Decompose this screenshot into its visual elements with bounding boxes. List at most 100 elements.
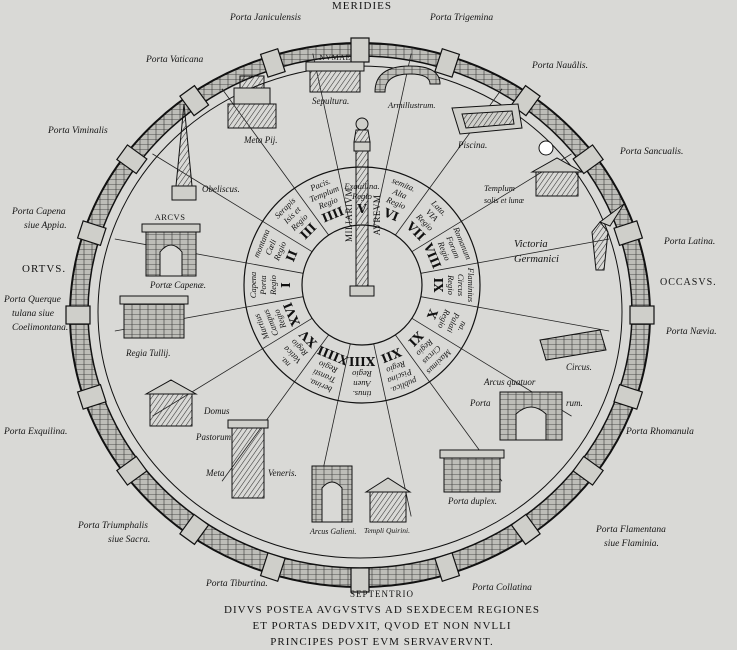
gate-label-capena-2: siue Appia. [24, 221, 67, 231]
wall-tower [613, 220, 644, 247]
region-name-line: Regio [351, 191, 372, 201]
wall-tower [434, 48, 461, 78]
monument-label-regia-tullij: Regia Tullij. [125, 348, 171, 358]
region-name-line: Circus [456, 274, 466, 297]
monument-label-arcus-quatuor: Arcus quatuor [483, 377, 536, 387]
wall-tower [572, 144, 604, 175]
wall-tower [116, 455, 148, 486]
wall-tower [350, 37, 370, 63]
gate-label-exquilina: Porta Exquilina. [3, 427, 67, 437]
wall-tower [179, 513, 210, 546]
monument-label-veneris: Veneris. [268, 468, 297, 478]
region-name-line: na. [456, 320, 469, 334]
caption-line-3: PRINCIPES POST EVM SERVAVERVNT. [270, 636, 493, 648]
wall-tower [76, 383, 107, 410]
monument-label-obeliscus: Obeliscus. [202, 184, 240, 194]
monument-label-meta: Meta [205, 468, 225, 478]
monument-label-numae: NVMAE [319, 53, 351, 62]
wall-tower [434, 552, 461, 582]
gate-label-sancualis: Porta Sancualis. [619, 147, 683, 157]
monument-label-arcus-galieni: Arcus Galieni. [309, 527, 356, 536]
miliarium-label: MILIARIVM [344, 188, 354, 242]
region-name-line: Regio [446, 274, 456, 295]
monument-label-porta-rum-2: rum. [566, 398, 583, 408]
monument-label-meta-pij: Meta Pij. [243, 135, 278, 145]
caption-line-1: DIVVS POSTEA AVGVSTVS AD SEXDECEM REGION… [224, 604, 540, 616]
gate-label-navalis: Porta Nauâlis. [531, 61, 588, 71]
monument-label-porta-duplex: Porta duplex. [447, 496, 497, 506]
aureum-label: AVREVM [372, 195, 382, 236]
wall-tower [65, 305, 91, 325]
region-numeral: I [279, 282, 293, 288]
compass-west: ORTVS. [22, 263, 66, 275]
gate-label-janiculensis: Porta Janiculensis [229, 13, 301, 23]
gate-label-triumph-1: Porta Triumphalis [77, 521, 148, 531]
region-name-line: Auen [353, 379, 371, 389]
gate-label-rhomanula: Porta Rhomanula [625, 427, 694, 437]
monument-label-pastorum: Pastorum. [195, 432, 233, 442]
region-numeral: V [356, 202, 367, 216]
wall-tower [179, 84, 210, 117]
gate-label-viminalis: Porta Viminalis [47, 126, 108, 136]
monument-label-victoria-1: Victoria [514, 239, 548, 250]
wall-tower [510, 513, 541, 546]
wall-tower [116, 144, 148, 175]
region-name-line: Regio [352, 369, 373, 379]
caption-line-2: ET PORTAS DEDVXIT, QVOD ET NON NVLLI [252, 620, 511, 632]
region-numeral: VI [381, 205, 401, 224]
wall-tower [350, 567, 370, 593]
monument-label-piscina: Piscina. [457, 140, 487, 150]
gate-label-querq-3: Coelimontana. [12, 323, 68, 333]
monument-label-domus: Domus [203, 406, 230, 416]
region-divider [420, 238, 610, 274]
region-numeral: IX [431, 278, 445, 294]
region-numeral: II [283, 248, 300, 264]
monument-labels: NVMAE Sepultura. Armillustrum. Meta Pij. Pis… [125, 53, 592, 536]
gate-label-flament-2: siue Flaminia. [604, 539, 659, 549]
wall-tower [259, 552, 286, 582]
wall-tower [629, 305, 655, 325]
gate-label-collatina: Porta Collatina [471, 583, 532, 593]
region-name-line: Porta [258, 275, 268, 295]
monument-label-arcus: ARCVS [155, 212, 186, 222]
monument-label-circus: Circus. [566, 362, 592, 372]
gate-label-navia: Porta Nævia. [665, 327, 717, 337]
wall-tower [572, 455, 604, 486]
gate-label-flament-1: Porta Flamentana [595, 525, 666, 535]
gate-label-querq-1: Porta Querque [3, 295, 61, 305]
miliarium-column: MILIARIVM AVREVM [344, 117, 382, 297]
compass-east: OCCASVS. [660, 277, 717, 288]
region-name-line: Regio [268, 275, 278, 296]
monument-label-porta-rum-1: Porta [469, 398, 491, 408]
monument-label-sepultura: Sepultura. [312, 96, 349, 106]
gate-label-latina: Porta Latina. [663, 237, 715, 247]
wall-tower [613, 383, 644, 410]
monument-label-templum-2: solis et lunæ [484, 196, 525, 205]
wall-towers [65, 37, 655, 593]
gate-label-querq-2: tulana siue [12, 309, 54, 319]
monument-label-templum-1: Templum [484, 183, 515, 193]
region-divider [420, 296, 610, 332]
monument-drawings [119, 61, 625, 523]
region-name-line: Exquilina. [343, 181, 379, 191]
monument-label-victoria-2: Germanici [514, 254, 559, 265]
gate-label-vaticana: Porta Vaticana [145, 55, 204, 65]
region-name-line: tinus. [353, 389, 372, 399]
region-numeral: XIII [349, 354, 376, 368]
gate-label-triumph-2: siue Sacra. [108, 535, 150, 545]
wall-tower [76, 220, 107, 247]
compass-south: SEPTENTRIO [350, 589, 414, 599]
compass-north: MERIDIES [332, 0, 392, 12]
monument-label-armillustrum: Armillustrum. [387, 100, 435, 110]
monument-label-porta-capena-arch: Portæ Capenæ. [149, 280, 206, 290]
caption: DIVVS POSTEA AVGVSTVS AD SEXDECEM REGION… [224, 604, 540, 648]
region-divider [373, 53, 412, 227]
monument-label-templi-quirini: Templi Quirini. [364, 526, 410, 535]
gate-label-trigemina: Porta Trigemina [429, 13, 493, 23]
wall-tower [259, 48, 286, 78]
